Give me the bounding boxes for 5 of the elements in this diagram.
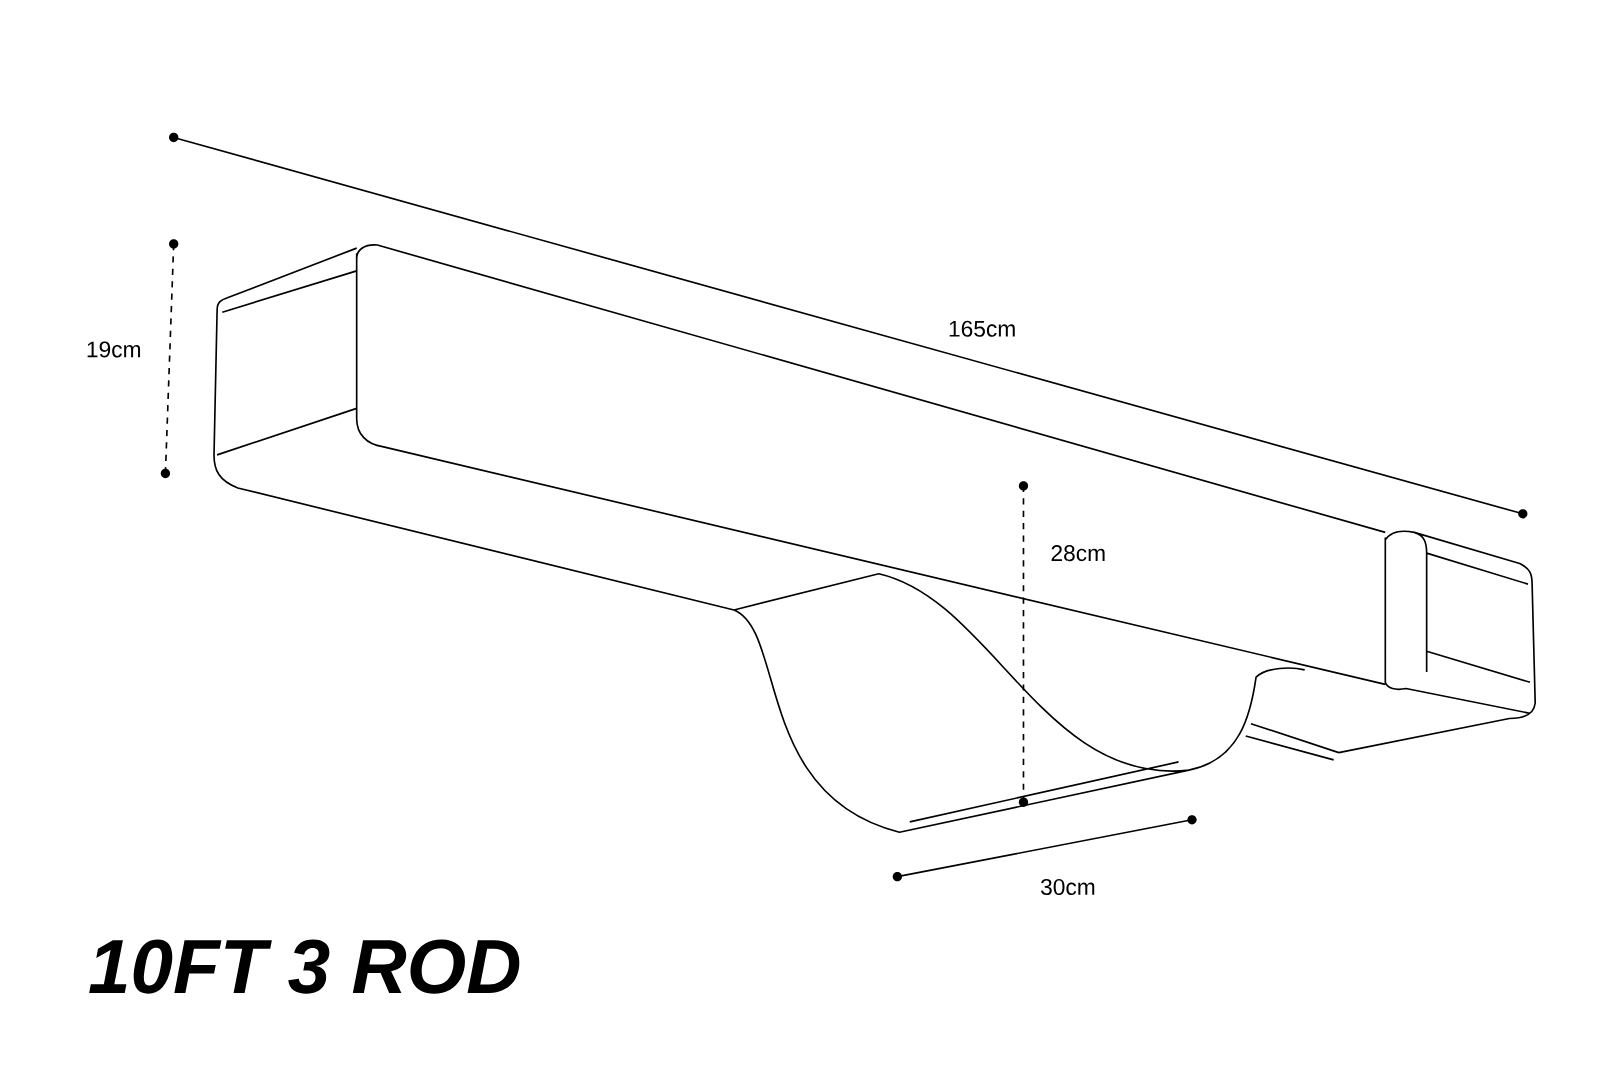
dimension-label: 28cm: [1051, 544, 1105, 561]
dimension-label: 30cm: [1041, 878, 1095, 895]
dimension-label: 165cm: [949, 320, 1015, 337]
title: 10FT 3 ROD: [89, 939, 520, 994]
dimension-label: 19cm: [87, 341, 141, 358]
